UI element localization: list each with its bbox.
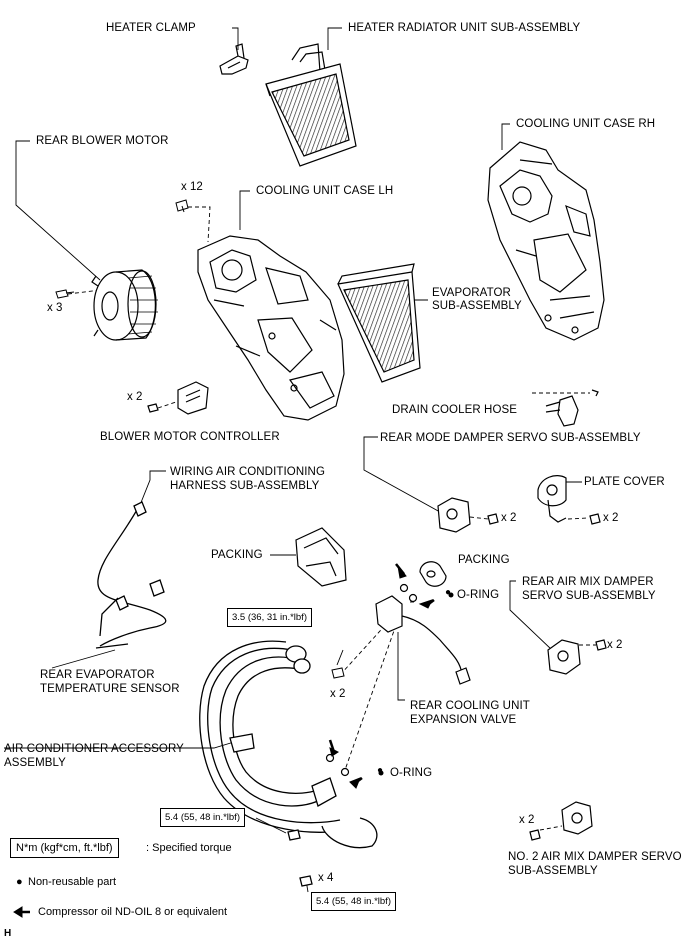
qty-air-mix-screws: x 2 <box>607 639 623 651</box>
ac-accessory-shape <box>199 640 378 887</box>
label-o-ring-upper: O-RING <box>457 589 500 601</box>
blower-controller-shape <box>147 381 209 415</box>
label-expansion-valve-line2: EXPANSION VALVE <box>410 714 517 726</box>
label-evaporator-line1: EVAPORATOR <box>432 287 511 299</box>
label-drain-cooler-hose: DRAIN COOLER HOSE <box>392 404 518 416</box>
rear-mode-damper-shape <box>437 497 499 533</box>
wiring-harness-shape <box>95 501 167 649</box>
qty-controller-screws: x 2 <box>127 391 143 403</box>
non-reusable-marker-upper: ● <box>445 587 452 598</box>
valve-bolt-shape <box>331 667 345 679</box>
label-wiring-line1: WIRING AIR CONDITIONING <box>170 466 325 478</box>
legend-torque-unit: N*m (kgf*cm, ft.*lbf) <box>10 838 119 858</box>
leader-lines <box>4 27 582 893</box>
figure-code: H <box>4 928 12 939</box>
label-no2-air-mix-line1: NO. 2 AIR MIX DAMPER SERVO <box>508 851 682 863</box>
heater-radiator-shape <box>265 43 357 167</box>
evaporator-shape <box>337 263 421 383</box>
label-plate-cover: PLATE COVER <box>584 476 665 488</box>
label-ac-accessory-line1: AIR CONDITIONER ACCESSORY <box>4 743 184 755</box>
label-no2-air-mix-line2: SUB-ASSEMBLY <box>508 865 598 877</box>
label-evaporator-line2: SUB-ASSEMBLY <box>432 300 522 312</box>
oil-arrows <box>13 563 435 918</box>
label-rear-evap-sensor-line2: TEMPERATURE SENSOR <box>40 683 180 695</box>
rear-blower-motor-shape <box>91 269 158 341</box>
torque-accessory-lower: 5.4 (55, 48 in.*lbf) <box>311 892 396 911</box>
label-rear-mode-damper: REAR MODE DAMPER SERVO SUB-ASSEMBLY <box>380 432 641 444</box>
legend-non-reusable-symbol: ● <box>16 876 23 888</box>
legend-torque-desc: : Specified torque <box>146 842 232 854</box>
legend-compressor-oil: Compressor oil ND-OIL 8 or equivalent <box>38 906 228 918</box>
rear-air-mix-shape <box>547 639 607 675</box>
torque-accessory-upper: 5.4 (55, 48 in.*lbf) <box>160 808 245 827</box>
legend-non-reusable: Non-reusable part <box>28 876 117 888</box>
label-heater-clamp: HEATER CLAMP <box>106 22 196 34</box>
torque-valve: 3.5 (36, 31 in.*lbf) <box>227 608 312 627</box>
qty-blower-motor-screws: x 3 <box>47 302 63 314</box>
o-ring-shapes <box>325 583 418 777</box>
qty-valve-bolts: x 2 <box>330 688 346 700</box>
label-rear-air-mix-line2: SERVO SUB-ASSEMBLY <box>522 590 656 602</box>
label-rear-blower-motor: REAR BLOWER MOTOR <box>36 135 169 147</box>
label-cooling-case-rh: COOLING UNIT CASE RH <box>516 118 656 130</box>
drain-cooler-hose-shape <box>545 389 599 427</box>
label-blower-motor-controller: BLOWER MOTOR CONTROLLER <box>100 431 280 443</box>
label-packing-right: PACKING <box>458 554 510 566</box>
label-wiring-line2: HARNESS SUB-ASSEMBLY <box>170 480 320 492</box>
packing-left-shape <box>295 527 347 587</box>
non-reusable-dots <box>378 592 454 776</box>
heater-clamp-shape <box>219 43 249 75</box>
cooling-case-rh-shape <box>487 141 605 341</box>
qty-no2-air-mix-screws: x 2 <box>519 814 535 826</box>
lh-screw-shape <box>175 199 189 213</box>
qty-mode-damper-screws: x 2 <box>501 512 517 524</box>
blower-screw-shape <box>55 289 75 299</box>
cooling-case-lh-shape <box>197 235 345 421</box>
non-reusable-marker-lower: ● <box>377 765 384 776</box>
no2-air-mix-shape <box>529 801 593 841</box>
label-packing-left: PACKING <box>211 549 263 561</box>
label-ac-accessory-line2: ASSEMBLY <box>4 757 66 769</box>
label-cooling-case-lh: COOLING UNIT CASE LH <box>256 185 394 197</box>
label-heater-radiator: HEATER RADIATOR UNIT SUB-ASSEMBLY <box>348 22 581 34</box>
qty-cooling-lh-bolts: x 12 <box>181 181 203 193</box>
label-o-ring-lower: O-RING <box>390 767 433 779</box>
label-rear-evap-sensor-line1: REAR EVAPORATOR <box>40 669 155 681</box>
plate-cover-shape <box>537 475 601 525</box>
qty-plate-cover-screws: x 2 <box>603 512 619 524</box>
packing-right-shape <box>419 561 447 587</box>
qty-accessory-bolts: x 4 <box>318 872 334 884</box>
expansion-valve-shape <box>375 595 471 685</box>
label-expansion-valve-line1: REAR COOLING UNIT <box>410 700 530 712</box>
label-rear-air-mix-line1: REAR AIR MIX DAMPER <box>522 576 654 588</box>
